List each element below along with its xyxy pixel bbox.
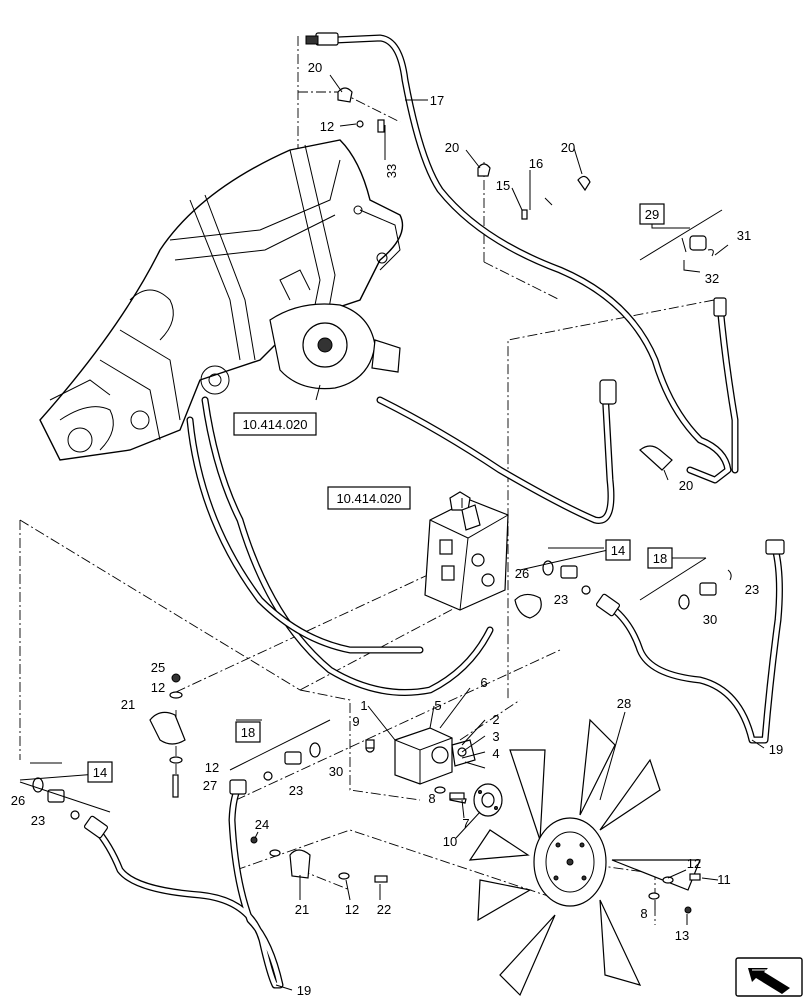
boxed-label-14-left: 14: [19, 761, 113, 813]
callout: 9: [352, 714, 359, 729]
valve-block: [424, 491, 542, 619]
hardware: [32, 87, 732, 914]
boxed-label-29: 29: [639, 203, 723, 261]
callout: 8: [428, 791, 435, 806]
callout: 10: [443, 834, 457, 849]
callout: 20: [679, 478, 693, 493]
callout: 30: [329, 764, 343, 779]
callout: 12: [151, 680, 165, 695]
callout-numbers: 20 12 33 17 20 16 20 15 31 32 20 26 23 3…: [11, 60, 783, 998]
callout: 12: [205, 760, 219, 775]
direction-arrow-icon: [735, 957, 803, 997]
hose-fittings: [83, 32, 785, 839]
reference-box-lower[interactable]: 10.414.020: [327, 486, 411, 510]
callout: 20: [308, 60, 322, 75]
callout: 12: [320, 119, 334, 134]
callout: 4: [492, 746, 499, 761]
callout: 6: [480, 675, 487, 690]
svg-text:18: 18: [241, 725, 255, 740]
callout: 33: [384, 164, 399, 178]
hydraulic-pump-upper: [269, 269, 401, 390]
callout: 3: [492, 729, 499, 744]
callout: 25: [151, 660, 165, 675]
callout: 26: [11, 793, 25, 808]
callout: 19: [297, 983, 311, 998]
callout: 12: [687, 856, 701, 871]
callout: 2: [492, 712, 499, 727]
callout: 19: [769, 742, 783, 757]
callout: 20: [445, 140, 459, 155]
reference-box-upper[interactable]: 10.414.020: [233, 412, 317, 436]
callout: 12: [345, 902, 359, 917]
callout: 5: [434, 698, 441, 713]
callout: 23: [289, 783, 303, 798]
callout: 23: [554, 592, 568, 607]
svg-text:29: 29: [645, 207, 659, 222]
boxed-label-18-left: 18: [235, 721, 261, 743]
callout: 21: [295, 902, 309, 917]
cooling-fan: [468, 718, 701, 997]
callout: 13: [675, 928, 689, 943]
callout: 8: [640, 906, 647, 921]
callout: 11: [717, 872, 731, 887]
boxed-label-18-right: 18: [647, 547, 673, 569]
callout: 23: [31, 813, 45, 828]
callout: 15: [496, 178, 510, 193]
callout: 26: [515, 566, 529, 581]
reference-text: 10.414.020: [242, 417, 307, 432]
svg-text:18: 18: [653, 551, 667, 566]
boxed-label-14-right: 14: [605, 539, 631, 561]
callout: 1: [360, 698, 367, 713]
callout: 24: [255, 817, 269, 832]
callout: 20: [561, 140, 575, 155]
callout: 7: [462, 816, 469, 831]
callout: 31: [737, 228, 751, 243]
callout: 27: [203, 778, 217, 793]
reference-text: 10.414.020: [336, 491, 401, 506]
callout: 32: [705, 271, 719, 286]
callout: 22: [377, 902, 391, 917]
callout: 21: [121, 697, 135, 712]
callout: 16: [529, 156, 543, 171]
leader-lines: [19, 74, 765, 991]
callout: 28: [617, 696, 631, 711]
hoses: [91, 34, 783, 989]
chassis-frame: [39, 139, 404, 461]
callout: 23: [745, 582, 759, 597]
gear-pump: [365, 727, 476, 785]
svg-text:14: 14: [93, 765, 107, 780]
callout: 17: [430, 93, 444, 108]
flange: [449, 783, 503, 817]
callout: 30: [703, 612, 717, 627]
svg-text:14: 14: [611, 543, 625, 558]
